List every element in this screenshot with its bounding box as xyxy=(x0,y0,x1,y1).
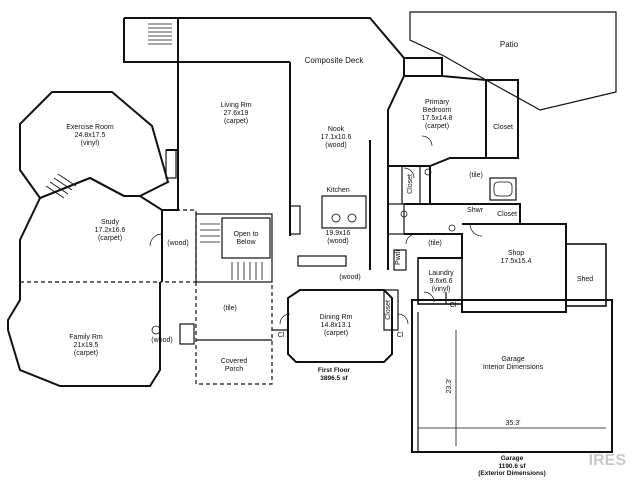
kitchen-floor-label: (wood) xyxy=(339,274,361,281)
family-hall-label: (wood) xyxy=(151,337,173,344)
dining-outline xyxy=(287,289,393,363)
shed-label: Shed xyxy=(576,276,594,283)
study-wall xyxy=(39,176,163,282)
entry-tile-label: (tile) xyxy=(223,305,237,312)
tile-bath-label: (tile) xyxy=(469,172,483,179)
family-room-outline xyxy=(7,197,161,387)
dining-closet-label: Closet xyxy=(385,300,392,320)
closet-bath-label: Closet xyxy=(497,211,517,218)
living-room-wall xyxy=(162,62,179,211)
powder-room-label: Pwdr xyxy=(395,249,402,265)
kitchen-size-label: 19.9x16(wood) xyxy=(325,230,351,245)
shower-label: Shwr xyxy=(467,207,483,214)
tile-hall-label: (tile) xyxy=(428,240,442,247)
laundry-closet-label: Cl xyxy=(449,302,457,309)
garage-depth-dimension: 23.3' xyxy=(446,378,453,394)
garage-width-dimension: 35.3' xyxy=(505,420,521,427)
closet-top-label: Closet xyxy=(493,124,513,131)
closet-small-label: Closet xyxy=(407,174,414,194)
patio-label: Patio xyxy=(499,40,519,49)
ires-watermark: IRES xyxy=(588,452,626,469)
primary-bedroom-outline xyxy=(387,75,487,167)
dining-cl-label: Cl xyxy=(396,332,404,339)
patio-outline xyxy=(409,11,617,111)
composite-deck-wall xyxy=(178,17,443,77)
composite-deck-label: Composite Deck xyxy=(304,56,364,65)
garage-outline xyxy=(411,299,613,453)
entry-closet-label: Cl xyxy=(277,332,285,339)
study-hall-label: (wood) xyxy=(167,240,189,247)
kitchen-label: Kitchen xyxy=(326,187,350,194)
